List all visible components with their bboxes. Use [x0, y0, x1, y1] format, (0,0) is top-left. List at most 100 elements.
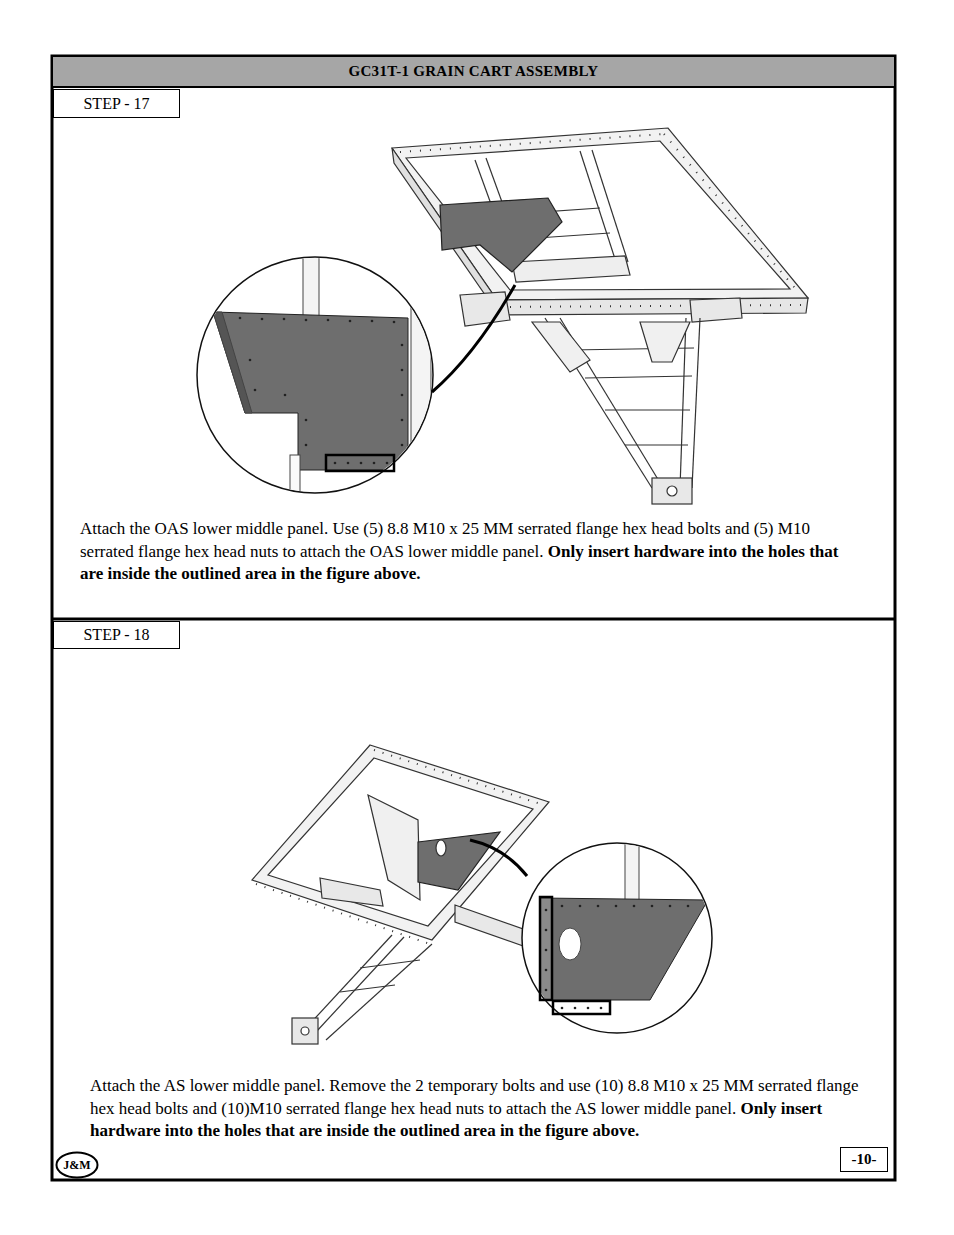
magnified-view-18-part — [545, 989, 548, 992]
grain-cart-frame-18 — [252, 745, 549, 1044]
magnified-view-17-part — [401, 344, 404, 347]
magnified-view-17-part — [347, 462, 350, 465]
magnified-view-17-part — [386, 462, 389, 465]
magnified-view-18-part — [669, 905, 672, 908]
grain-cart-frame-17-part — [512, 256, 630, 282]
grain-cart-frame-17-part — [690, 298, 742, 322]
magnified-view-17-part — [254, 389, 257, 392]
magnified-view-18-part — [470, 840, 527, 876]
magnified-view-18-part — [545, 969, 548, 972]
logo-text: J&M — [63, 1158, 90, 1173]
magnified-view-18-part — [545, 905, 690, 1010]
grain-cart-frame-18-part — [360, 960, 420, 968]
magnified-view-17-part — [326, 455, 394, 471]
grain-cart-frame-17 — [392, 128, 808, 504]
grain-cart-frame-18-part — [418, 832, 500, 890]
step-label: STEP - 18 — [53, 621, 180, 649]
magnified-view-18-part — [600, 1007, 603, 1010]
magnified-view-17-part — [401, 369, 404, 372]
grain-cart-frame-17-part — [406, 141, 790, 290]
step-label: STEP - 17 — [53, 89, 180, 118]
magnified-view-18-part — [633, 905, 636, 908]
magnified-view-17-part — [249, 359, 252, 362]
instruction-text: Attach the OAS lower middle panel. Use (… — [80, 518, 860, 586]
magnified-view-17-part — [213, 312, 252, 413]
magnified-view-17-part — [305, 419, 308, 422]
magnified-view-17-part — [371, 320, 374, 323]
magnified-view-17-part — [360, 462, 363, 465]
magnified-view-18-part — [651, 905, 654, 908]
magnified-view-17-part — [373, 462, 376, 465]
grain-cart-frame-17-part — [392, 128, 808, 300]
magnified-view-18-part — [561, 905, 564, 908]
magnified-view-17-part — [432, 285, 515, 392]
magnified-view-18-part — [540, 840, 708, 1009]
grain-cart-frame-18-part — [306, 935, 392, 1028]
page-frame — [51, 56, 896, 1180]
magnified-view-18-part — [545, 949, 548, 952]
magnified-view-17-part — [401, 394, 404, 397]
magnified-view-18-part — [561, 1007, 564, 1010]
magnified-view-18-part — [553, 1001, 610, 1014]
magnified-view-17-part — [305, 444, 308, 447]
magnified-view-17-part — [284, 394, 287, 397]
magnified-view-17-part — [349, 320, 352, 323]
logo-oval-outline — [57, 1153, 98, 1178]
magnified-view-18-part — [625, 840, 639, 900]
magnified-view-17-part — [290, 455, 300, 500]
magnified-view-17-part — [401, 419, 404, 422]
grain-cart-frame-18-part — [316, 937, 404, 1032]
grain-cart-frame-17-part — [497, 298, 808, 315]
grain-cart-frame-18-part — [292, 1018, 318, 1044]
page-frame-part — [52, 56, 895, 1180]
magnified-view-18-part — [559, 928, 581, 960]
magnified-view-18-part — [587, 1007, 590, 1010]
grain-cart-frame-17-part — [585, 376, 692, 378]
page-frame-part — [52, 56, 895, 87]
grain-cart-frame-17-part — [652, 478, 692, 504]
instruction-text: Attach the AS lower middle panel. Remove… — [90, 1075, 865, 1143]
magnified-view-17-part — [261, 318, 264, 321]
grain-cart-frame-18-part — [252, 745, 549, 940]
magnified-view-18 — [470, 840, 712, 1033]
magnified-view-18-part — [540, 898, 708, 1000]
grain-cart-frame-17-part — [500, 305, 804, 307]
grain-cart-frame-17-part — [400, 134, 664, 152]
grain-cart-frame-18-part — [320, 878, 383, 906]
magnified-view-17-part — [327, 319, 330, 322]
magnified-view-18-part — [687, 905, 690, 908]
grain-cart-frame-18-part — [326, 944, 432, 1040]
grain-cart-frame-17-part — [625, 444, 688, 445]
grain-cart-frame-17-part — [640, 322, 690, 362]
step-section: STEP - 17 Attach the OAS lower middle pan… — [53, 88, 894, 618]
magnified-view-17-part — [401, 444, 404, 447]
page-number-text: -10- — [852, 1151, 877, 1168]
grain-cart-frame-17-part — [605, 409, 690, 410]
grain-cart-frame-18-part — [436, 840, 446, 856]
magnified-view-17-part — [393, 321, 396, 324]
magnified-view-17-part — [303, 250, 319, 320]
grain-cart-frame-17-part — [592, 150, 628, 262]
magnified-view-18-part — [540, 898, 552, 1000]
grain-cart-frame-17-part — [440, 198, 562, 272]
magnified-view-17-part — [239, 317, 242, 320]
magnified-view-18-part — [545, 909, 548, 912]
page-number: -10- — [840, 1147, 888, 1172]
magnified-view-18-part — [540, 897, 552, 1000]
magnified-view-17-part — [334, 462, 337, 465]
magnified-view-17 — [197, 250, 515, 510]
grain-cart-frame-17-part — [532, 322, 590, 372]
step-text: STEP - 18 — [83, 626, 149, 644]
grain-cart-frame-18-part — [301, 1027, 309, 1035]
magnified-view-18-part — [545, 929, 548, 932]
magnified-view-17-part — [213, 250, 431, 510]
grain-cart-frame-18-part — [340, 985, 395, 992]
magnified-view-17-part — [411, 250, 431, 510]
grain-cart-frame-17-part — [664, 134, 800, 294]
page-title: GC31T-1 GRAIN CART ASSEMBLY — [51, 55, 896, 87]
magnified-view-17-part — [283, 318, 286, 321]
magnified-view-18-part — [615, 905, 618, 908]
magnified-view-17-part — [213, 312, 408, 470]
